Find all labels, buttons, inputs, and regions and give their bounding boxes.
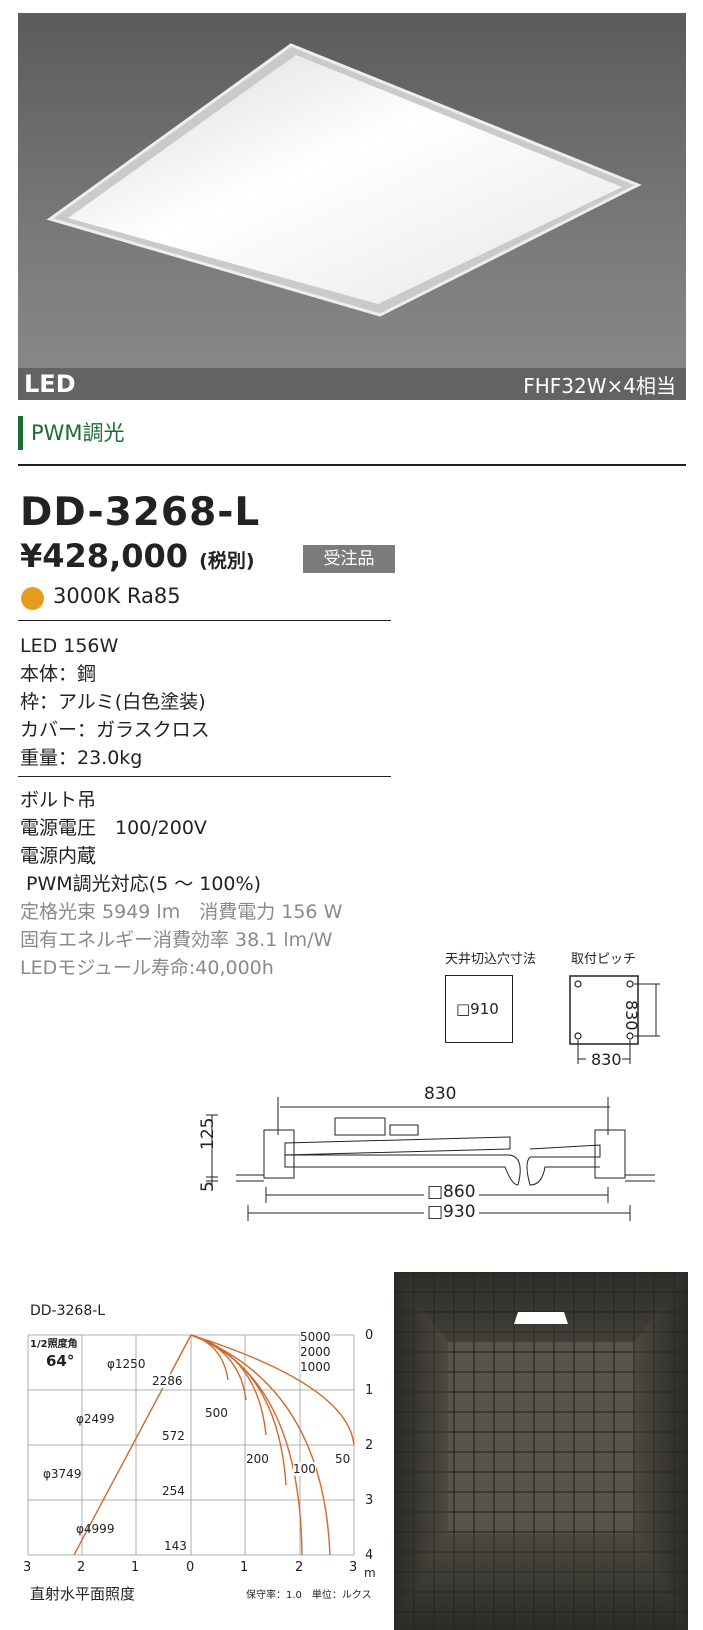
- x-tick: 1: [240, 1560, 249, 1575]
- y-tick: 1: [365, 1383, 374, 1398]
- mount-pitch-vertical: 830: [622, 1000, 641, 1031]
- price: ¥428,000 (税別): [20, 537, 255, 575]
- center-lux: 254: [162, 1484, 185, 1498]
- photometry-footnote: 保守率：1.0 単位：ルクス: [246, 1590, 372, 1601]
- y-tick: 0: [365, 1328, 374, 1343]
- mount-pitch-label: 取付ピッチ: [571, 952, 637, 967]
- spec-list-main: LED 156W 本体：鋼 枠：アルミ(白色塗装) カバー：ガラスクロス 重量：…: [20, 632, 210, 772]
- model-number: DD-3268-L: [20, 490, 261, 535]
- x-tick: 0: [186, 1560, 195, 1575]
- iso-label: 50: [335, 1452, 351, 1466]
- side-top-dimension: 830: [420, 1084, 461, 1104]
- photometry-model: DD-3268-L: [30, 1303, 106, 1319]
- y-ticks: 0 1 2 3 4: [365, 1308, 373, 1583]
- x-axis-title: 直射水平面照度: [30, 1585, 136, 1603]
- y-tick: 4: [365, 1548, 374, 1563]
- product-photo: LED FHF32W×4相当: [18, 13, 686, 400]
- spec-line: PWM調光対応(5 ～ 100%): [20, 873, 261, 895]
- spec-line: 電源電圧 100/200V: [20, 817, 207, 839]
- x-tick: 3: [349, 1560, 358, 1575]
- ceiling-panel-illustration: [46, 43, 642, 317]
- iso-label: 500: [205, 1406, 228, 1420]
- color-info: 3000K Ra85: [53, 584, 181, 608]
- iso-label: 2000: [300, 1345, 331, 1359]
- divider: [18, 464, 686, 466]
- x-tick: 1: [131, 1560, 140, 1575]
- y-tick: 2: [365, 1438, 374, 1453]
- y-tick: 3: [365, 1493, 374, 1508]
- photo-caption-bar: LED FHF32W×4相当: [18, 368, 686, 400]
- spec-line: LED 156W: [20, 635, 119, 657]
- side-section-drawing: [206, 1097, 655, 1221]
- side-outer-dimension: □930: [424, 1202, 479, 1222]
- half-angle-label: 1/2照度角: [30, 1339, 78, 1350]
- center-lux: 143: [164, 1539, 187, 1553]
- divider: [18, 776, 391, 777]
- spec-line: 電源内蔵: [20, 845, 97, 867]
- room-lighting-render: [394, 1272, 688, 1630]
- spec-line: 重量：23.0kg: [20, 747, 143, 769]
- diameter-label: φ3749: [43, 1467, 82, 1481]
- color-temperature-dot: [21, 587, 44, 610]
- spec-list-install: ボルト吊 電源電圧 100/200V 電源内蔵 PWM調光対応(5 ～ 100%…: [20, 786, 261, 898]
- spec-line: 本体：鋼: [20, 663, 97, 685]
- side-inner-dimension: □860: [424, 1182, 479, 1202]
- price-value: ¥428,000: [20, 537, 189, 575]
- price-tax-note: (税別): [199, 550, 255, 572]
- x-tick: 2: [77, 1560, 86, 1575]
- spec-line: LEDモジュール寿命:40,000h: [20, 957, 274, 979]
- center-lux: 2286: [152, 1374, 183, 1388]
- lamp-type-label: LED: [24, 370, 76, 398]
- diameter-label: φ1250: [107, 1357, 146, 1371]
- spec-line: ボルト吊: [20, 789, 97, 811]
- diameter-label: φ2499: [76, 1412, 115, 1426]
- half-angle-value: 64°: [46, 1352, 75, 1370]
- mount-pitch-horizontal: 830: [591, 1050, 622, 1069]
- order-badge: 受注品: [303, 545, 395, 573]
- diameter-label: φ4999: [76, 1522, 115, 1536]
- ceiling-cutout-box: □910: [445, 975, 513, 1043]
- x-tick: 2: [295, 1560, 304, 1575]
- x-tick: 3: [23, 1560, 32, 1575]
- ceiling-cutout-label: 天井切込穴寸法: [445, 952, 537, 967]
- spec-line: カバー：ガラスクロス: [20, 719, 210, 741]
- iso-label: 5000: [300, 1330, 331, 1344]
- illuminance-diagram: [27, 1334, 355, 1556]
- equivalent-label: FHF32W×4相当: [523, 373, 676, 398]
- mount-pitch-drawing: [569, 975, 660, 1064]
- spec-list-performance: 定格光束 5949 lm 消費電力 156 W 固有エネルギー消費効率 38.1…: [20, 898, 342, 982]
- iso-label: 1000: [300, 1360, 331, 1374]
- ceiling-cutout-value: □910: [456, 1000, 499, 1018]
- spec-line: 固有エネルギー消費効率 38.1 lm/W: [20, 929, 333, 951]
- iso-label: 100: [293, 1462, 316, 1476]
- divider: [18, 620, 391, 621]
- side-lip-dimension: 5: [198, 1181, 218, 1192]
- center-lux: 572: [162, 1429, 185, 1443]
- unit-label: m: [364, 1566, 376, 1580]
- spec-line: 定格光束 5949 lm 消費電力 156 W: [20, 901, 343, 923]
- spec-line: 枠：アルミ(白色塗装): [20, 691, 206, 713]
- dimming-tag: PWM調光: [18, 416, 125, 450]
- side-height-dimension: 125: [198, 1117, 218, 1150]
- iso-label: 200: [246, 1452, 269, 1466]
